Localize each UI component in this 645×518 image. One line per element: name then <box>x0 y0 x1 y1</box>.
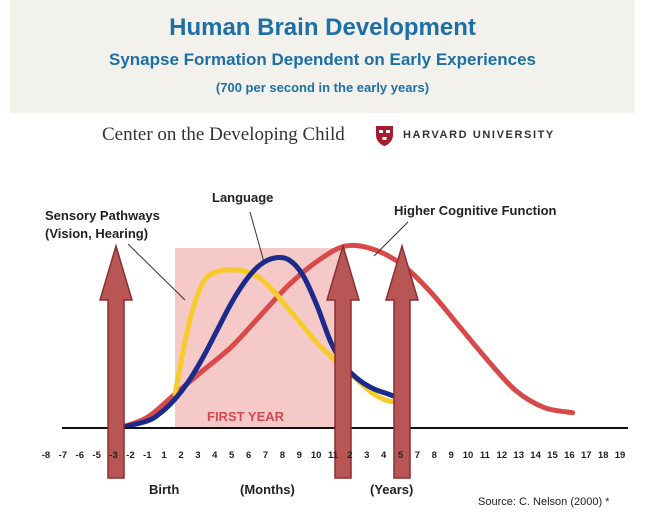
x-tick-label: 7 <box>415 450 420 461</box>
center-name: Center on the Developing Child <box>102 124 345 145</box>
x-tick-label: -2 <box>126 450 134 461</box>
sensory-leader-line <box>127 243 186 301</box>
university-name: HARVARD UNIVERSITY <box>403 129 555 141</box>
x-tick-label: 5 <box>398 450 404 461</box>
series-label-higher: Higher Cognitive Function <box>394 203 557 218</box>
x-tick-label: 6 <box>246 450 251 461</box>
x-tick-label: 8 <box>432 450 437 461</box>
arrow-sensory <box>98 243 134 479</box>
x-tick-label: 2 <box>347 450 352 461</box>
arrow-language <box>325 243 361 479</box>
x-tick-label: 13 <box>513 450 524 461</box>
x-tick-label: -8 <box>42 450 50 461</box>
x-tick-label: -7 <box>59 450 67 461</box>
series-line-higher-cognitive <box>115 242 576 431</box>
arrow-higher-cognitive <box>384 243 420 479</box>
series-line-language <box>115 254 405 431</box>
x-tick-label: -6 <box>76 450 84 461</box>
x-tick-label: 8 <box>280 450 285 461</box>
higher-leader-line <box>373 221 409 257</box>
harvard-shield-icon <box>376 126 393 146</box>
first-year-label: FIRST YEAR <box>207 409 285 424</box>
x-tick-label: -5 <box>92 450 101 461</box>
first-year-band <box>175 248 346 428</box>
group-label-birth: Birth <box>149 482 179 497</box>
x-tick-label: 16 <box>564 450 575 461</box>
group-label-years: (Years) <box>370 482 413 497</box>
x-tick-label: -3 <box>109 450 117 461</box>
x-tick-label: 1 <box>162 450 168 461</box>
language-leader-line <box>249 211 265 263</box>
x-tick-label: 9 <box>297 450 302 461</box>
x-tick-label: 5 <box>229 450 235 461</box>
x-tick-label: 12 <box>497 450 508 461</box>
page-subtitle: Synapse Formation Dependent on Early Exp… <box>108 50 537 69</box>
x-tick-label: 10 <box>463 450 474 461</box>
series-label-language: Language <box>212 190 273 205</box>
x-tick-label: 14 <box>530 450 541 461</box>
attribution-line: Center on the Developing Child HARVARD U… <box>0 124 645 150</box>
x-tick-label: 11 <box>480 450 491 461</box>
x-tick-label: 18 <box>598 450 609 461</box>
x-tick-label: 7 <box>263 450 268 461</box>
x-tick-label: 17 <box>581 450 592 461</box>
title-banner: Human Brain Development Synapse Formatio… <box>10 0 635 113</box>
x-tick-label: 4 <box>212 450 218 461</box>
x-tick-label: 10 <box>311 450 322 461</box>
group-label-months: (Months) <box>240 482 295 497</box>
source-note: Source: C. Nelson (2000) * <box>478 496 610 508</box>
page-note: (700 per second in the early years) <box>215 80 430 95</box>
x-tick-label: 15 <box>547 450 558 461</box>
series-label-sensory-line1: Sensory Pathways <box>45 208 160 223</box>
x-tick-label: -1 <box>143 450 152 461</box>
x-tick-label: 9 <box>449 450 454 461</box>
x-tick-label: 3 <box>195 450 200 461</box>
x-tick-label: 3 <box>364 450 369 461</box>
x-tick-label: 11 <box>328 450 339 461</box>
x-tick-label: 19 <box>615 450 626 461</box>
page-title: Human Brain Development <box>169 14 476 41</box>
x-tick-label: 2 <box>178 450 183 461</box>
x-tick-label: 4 <box>381 450 387 461</box>
series-label-sensory-line2: (Vision, Hearing) <box>45 226 148 241</box>
